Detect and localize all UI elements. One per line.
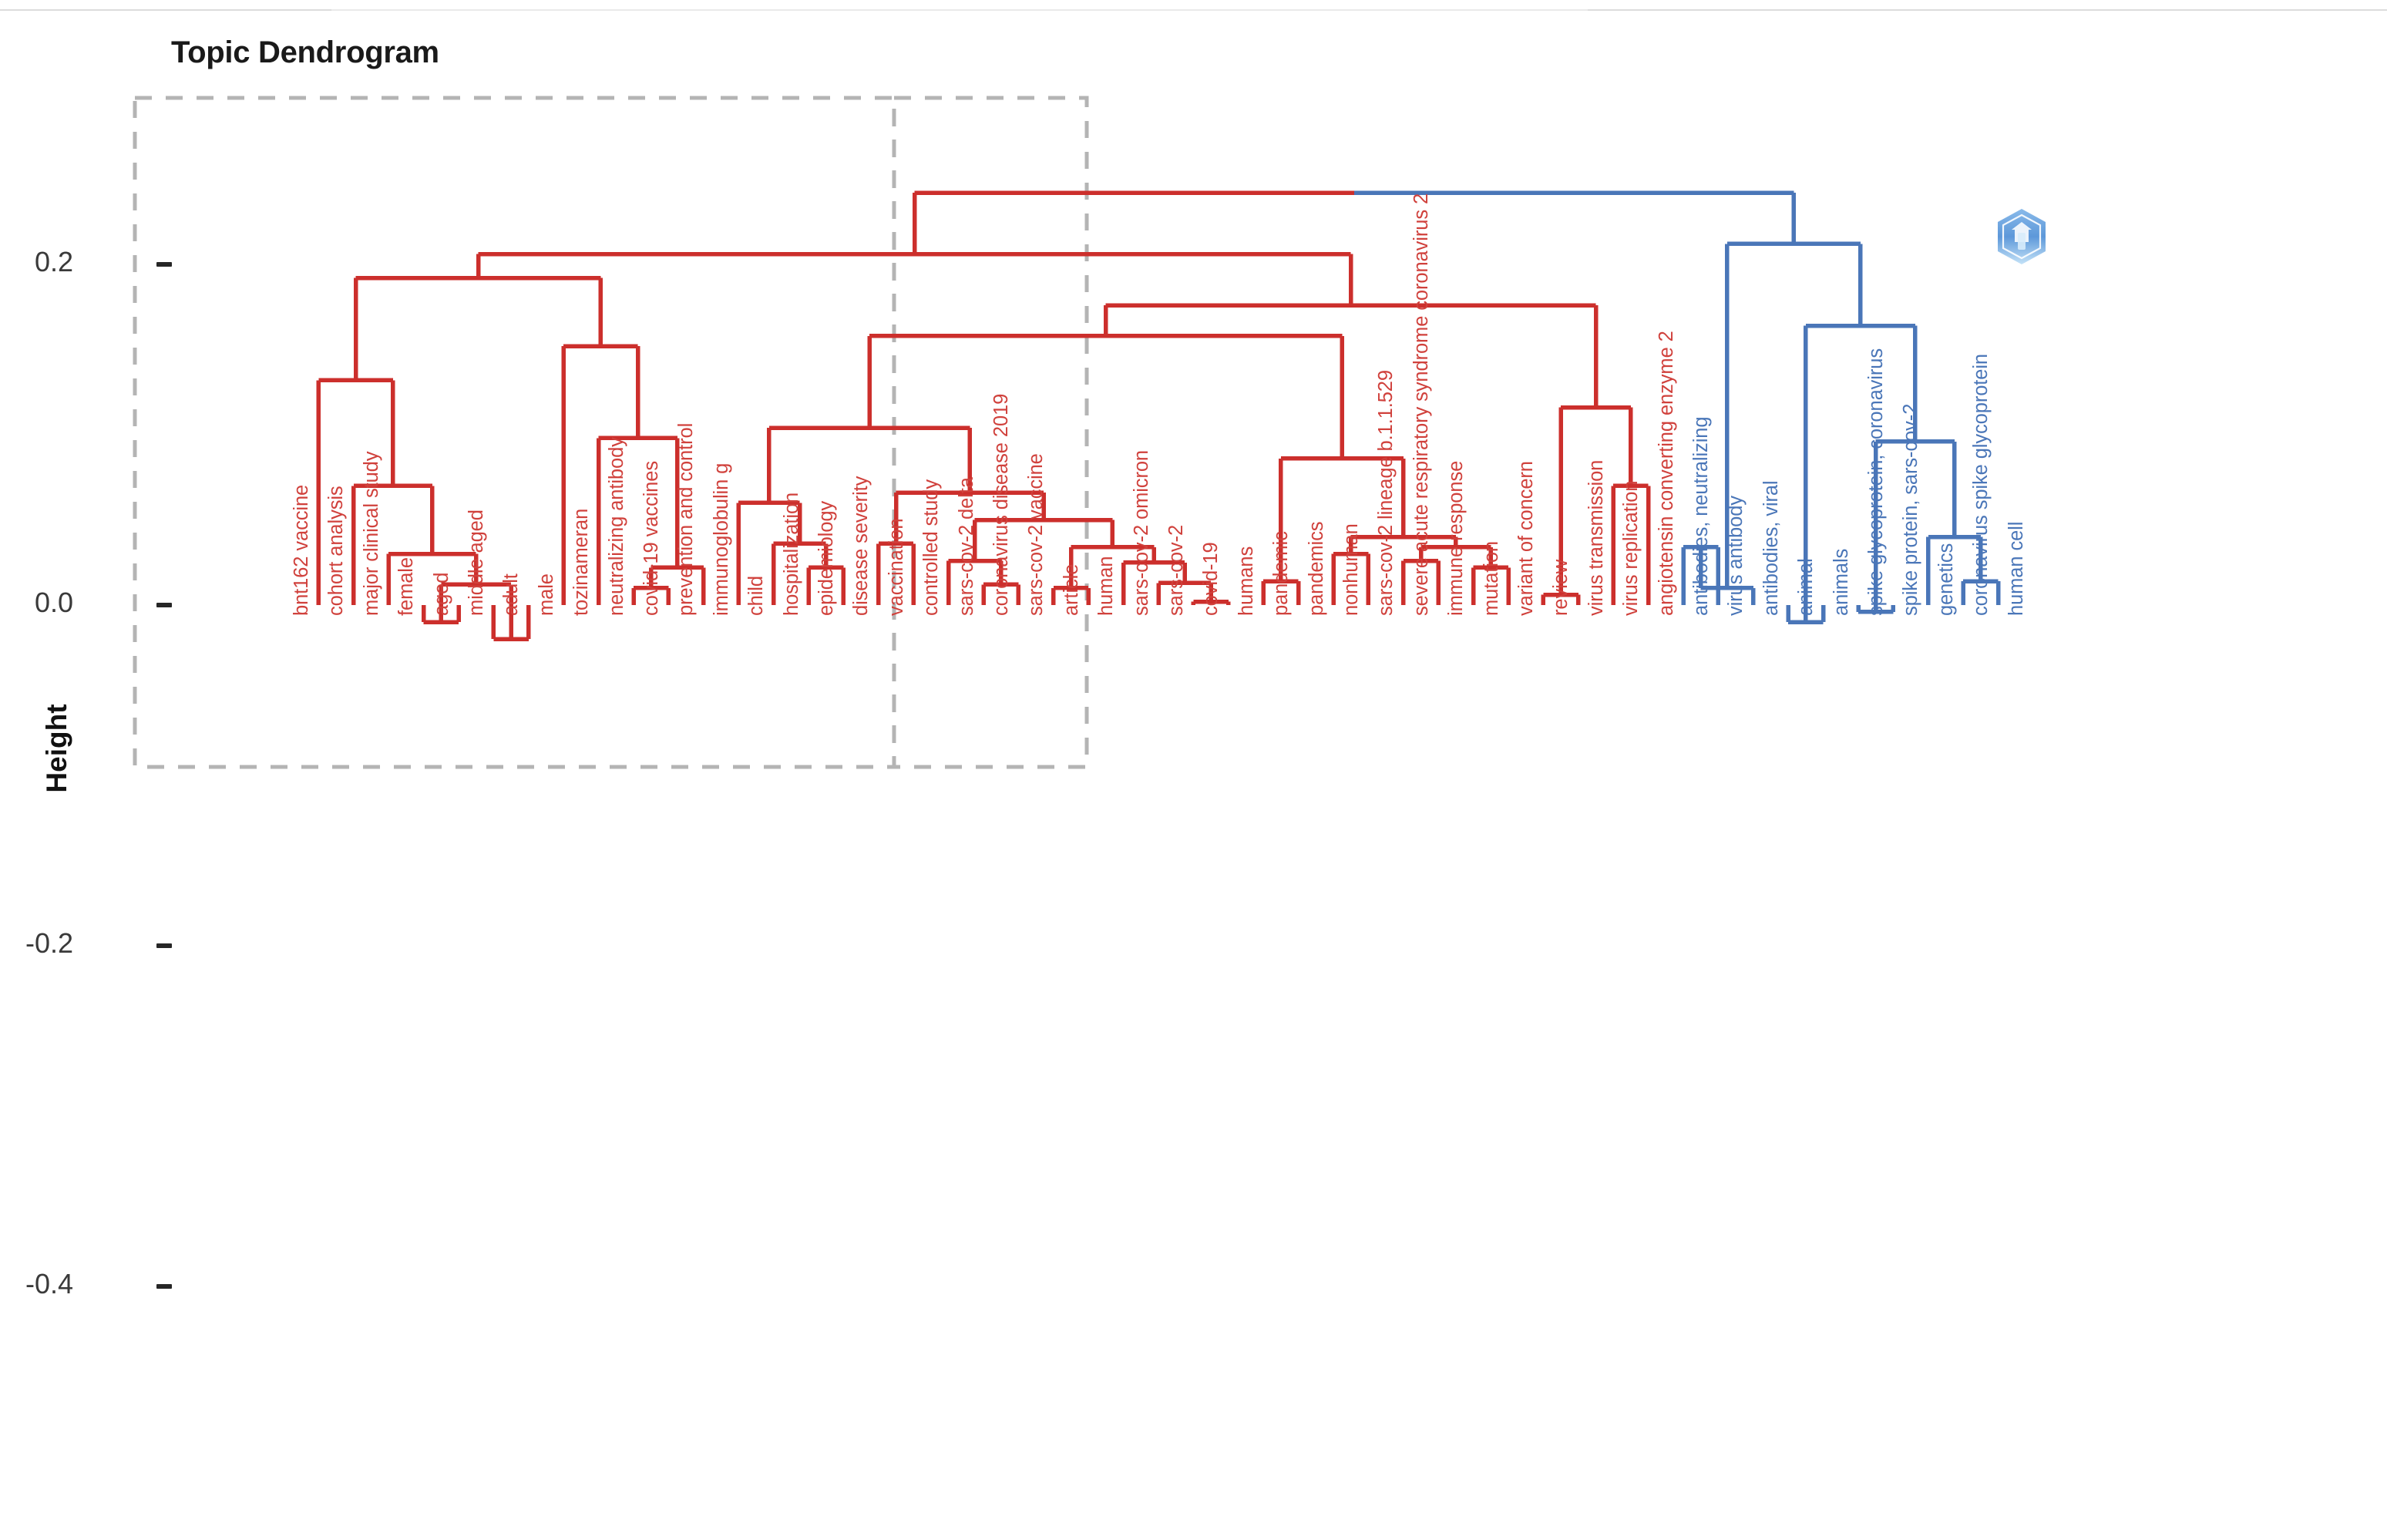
leaf-label: pandemic [1270, 531, 1293, 616]
leaf-label: humans [1235, 546, 1257, 616]
leaf-label: neutralizing antibody [605, 437, 627, 616]
leaf-label: virus transmission [1585, 459, 1607, 616]
leaf-label: variant of concern [1515, 461, 1537, 616]
leaf-label: major clinical study [360, 451, 382, 616]
topbar-divider-left [0, 9, 331, 11]
leaf-label: covid-19 [1200, 542, 1222, 616]
leaf-label: spike glycoprotein, coronavirus [1865, 348, 1887, 616]
leaf-label: female [395, 557, 418, 616]
leaf-label: mutation [1480, 540, 1502, 616]
y-tick-label: 0.0 [34, 587, 73, 618]
leaf-label: adult [500, 573, 523, 616]
page-title: Topic Dendrogram [171, 35, 439, 69]
leaf-label: genetics [1935, 543, 1957, 616]
leaf-label: bnt162 vaccine [291, 484, 312, 616]
leaf-label: sars-cov-2 vaccine [1025, 453, 1047, 616]
y-tick-mark [156, 603, 172, 607]
topbar-divider-right [1588, 9, 2387, 11]
y-tick-mark [156, 943, 172, 948]
hexagon-logo-icon [1995, 207, 2049, 267]
y-tick-mark [156, 1284, 172, 1289]
y-tick-label: 0.2 [34, 246, 73, 277]
leaf-label: middle aged [466, 509, 487, 616]
leaf-label: nonhuman [1340, 523, 1362, 616]
leaf-label: angiotensin converting enzyme 2 [1655, 331, 1677, 616]
leaf-label: virus replication [1620, 480, 1642, 616]
leaf-label: sars-cov-2 omicron [1130, 450, 1152, 616]
leaf-label: severe acute respiratory syndrome corona… [1410, 193, 1432, 616]
leaf-label: immunoglobulin g [710, 462, 732, 616]
leaf-label: tozinameran [570, 508, 593, 616]
leaf-label: immune response [1445, 460, 1468, 616]
leaf-label: review [1550, 559, 1572, 616]
leaf-label: virus antibody [1725, 496, 1747, 616]
leaf-label: vaccination [885, 518, 907, 616]
window-topbar [0, 0, 2387, 11]
leaf-label: male [535, 573, 557, 616]
leaf-label: aged [430, 572, 452, 616]
leaf-label: coronavirus spike glycoprotein [1970, 353, 1992, 616]
leaf-label: hospitalization [780, 492, 802, 616]
leaf-label: human [1095, 556, 1118, 616]
leaf-label: pandemics [1305, 521, 1327, 616]
leaf-label: sars-cov-2 [1165, 524, 1187, 616]
leaf-label: animal [1795, 558, 1817, 616]
leaf-label: coronavirus disease 2019 [990, 393, 1012, 616]
y-tick-label: -0.2 [25, 927, 73, 959]
leaf-label: spike protein, sars-cov-2 [1900, 403, 1922, 616]
leaf-label: sars-cov-2 delta [955, 477, 977, 616]
leaf-label: covid-19 vaccines [640, 461, 662, 616]
leaf-label: prevention and control [675, 422, 698, 616]
leaf-label: controlled study [920, 479, 943, 616]
leaf-label: child [745, 576, 768, 616]
leaf-label: antibodies, viral [1760, 480, 1782, 616]
y-tick-label: -0.4 [25, 1268, 73, 1300]
leaf-label: epidemiology [815, 500, 837, 616]
leaf-label: antibodies, neutralizing [1690, 416, 1712, 616]
leaf-label: sars-cov-2 lineage b.1.1.529 [1375, 370, 1397, 616]
leaf-label: human cell [2005, 521, 2027, 616]
leaf-label: cohort analysis [325, 486, 348, 616]
leaf-label: article [1060, 563, 1082, 616]
leaf-label: disease severity [850, 476, 872, 616]
leaf-label: animals [1830, 548, 1852, 616]
y-tick-mark [156, 262, 172, 267]
